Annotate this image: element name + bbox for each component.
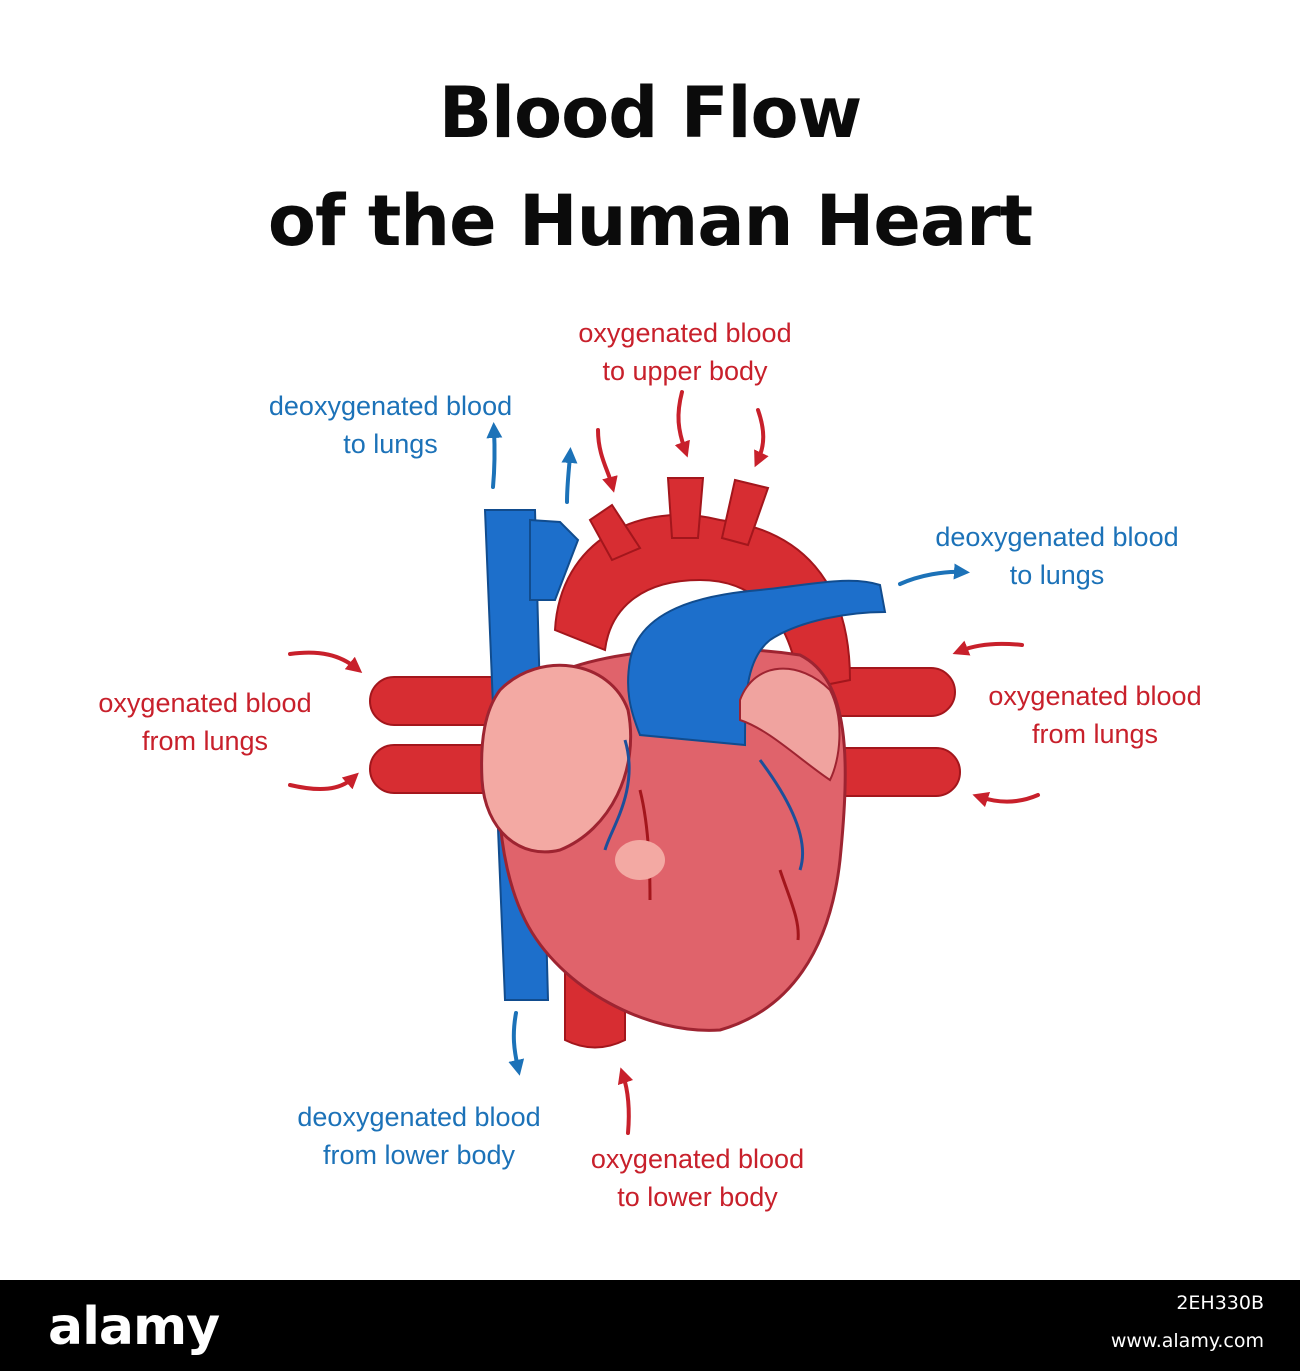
label-from-lungs-left: oxygenated blood from lungs [98,688,312,756]
title-line-2: of the Human Heart [267,180,1033,262]
label-from-lungs-right: oxygenated blood from lungs [988,681,1202,749]
arrow-lungs-top-1 [486,422,503,489]
left-atrium [480,663,633,854]
arrow-lower-body-oxy [617,1067,634,1135]
arrow-lungs-right [898,563,970,586]
heart-highlight [615,840,665,880]
image-id: 2EH330B [1176,1292,1264,1314]
label-lungs-top-left: deoxygenated blood to lungs [268,391,513,459]
aortic-arch [553,477,852,692]
site-url[interactable]: www.alamy.com [1110,1330,1264,1352]
arrow-upper-body-2 [674,390,690,458]
label-upper-body: oxygenated blood to upper body [578,318,792,386]
right-atrium-appendage [739,667,841,782]
arrow-upper-body-3 [754,408,769,468]
brand-logo: alamy [48,1297,220,1357]
title-line-1: Blood Flow [438,72,863,154]
label-lower-body-oxy: oxygenated blood to lower body [590,1144,805,1212]
heart-diagram [288,390,1040,1135]
arrow-lungs-top-2 [561,447,578,504]
arrow-from-lungs-right-2 [972,791,1040,808]
coronary-vessels [603,739,805,871]
flow-arrows [288,390,1040,1135]
arrow-from-lungs-left-1 [288,650,363,674]
pulmonary-artery [627,579,887,747]
arrow-from-lungs-left-2 [288,772,359,791]
arrow-upper-body-1 [596,428,618,493]
label-lower-body-deoxy: deoxygenated blood from lower body [297,1102,541,1170]
footer-bar [0,1280,1300,1371]
arrow-from-lungs-right-1 [952,640,1024,656]
arrow-lower-body-deoxy [508,1011,525,1076]
label-lungs-right: deoxygenated blood to lungs [935,522,1179,590]
